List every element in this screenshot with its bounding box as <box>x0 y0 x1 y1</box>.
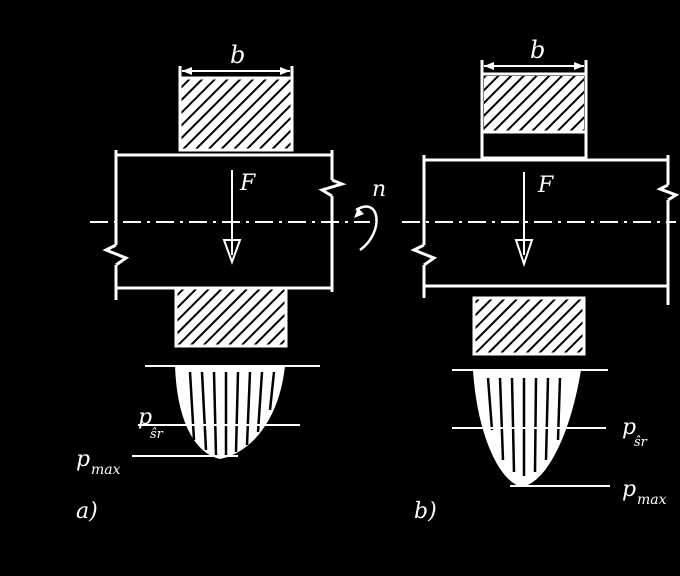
max-pressure-label-b: p max <box>622 477 667 508</box>
force-label-a: F <box>239 171 256 196</box>
avg-pressure-label-b: p ŝr <box>622 415 648 450</box>
svg-text:p: p <box>622 477 636 502</box>
max-pressure-label-a: p max <box>76 447 121 478</box>
lower-bearing-a <box>174 286 288 348</box>
panel-b <box>402 60 680 488</box>
force-label-b: F <box>537 173 554 198</box>
upper-bearing-b <box>480 72 588 160</box>
rotation-label-a: n <box>372 177 386 202</box>
pressure-distribution-b <box>452 369 610 488</box>
svg-text:ŝr: ŝr <box>150 427 164 442</box>
shaft-a <box>102 150 347 300</box>
width-dimension-a <box>178 66 294 78</box>
svg-text:p: p <box>76 447 90 472</box>
force-arrow-a <box>222 170 242 265</box>
panel-label-b: b) <box>414 499 437 524</box>
svg-text:max: max <box>91 462 121 478</box>
width-dimension-b <box>480 60 588 74</box>
pressure-distribution-a <box>132 365 320 460</box>
lower-bearing-b <box>472 296 586 356</box>
svg-text:max: max <box>637 492 667 508</box>
shaft-b <box>410 155 680 305</box>
upper-bearing-a <box>178 76 294 152</box>
width-label-b: b <box>530 36 545 64</box>
svg-text:ŝr: ŝr <box>634 435 648 450</box>
width-label-a: b <box>230 41 245 69</box>
force-arrow-b <box>514 172 534 268</box>
rotation-arrow-a <box>354 205 378 252</box>
svg-text:p: p <box>138 405 152 430</box>
panel-a <box>90 66 378 460</box>
avg-pressure-label-a: p ŝr <box>138 405 164 442</box>
panel-label-a: a) <box>76 499 98 524</box>
svg-text:p: p <box>622 415 636 440</box>
